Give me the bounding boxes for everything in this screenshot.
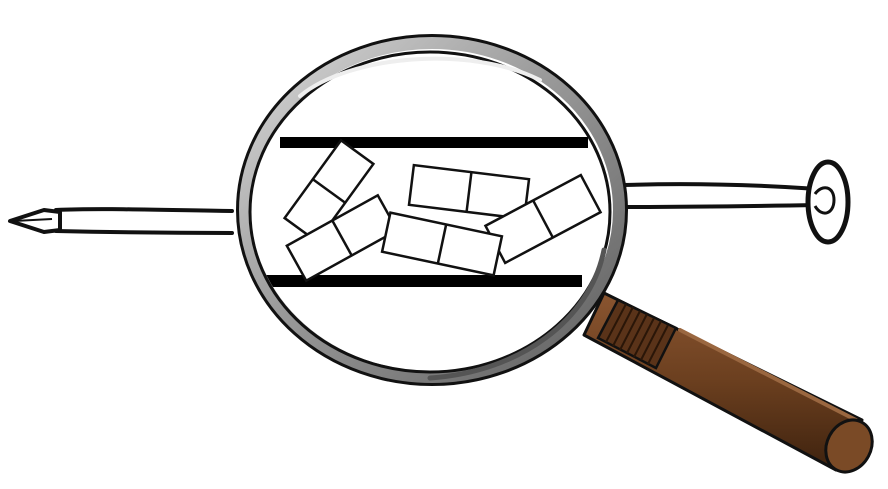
nail-shaft-right bbox=[625, 184, 818, 207]
nail-point bbox=[10, 210, 60, 232]
nail-head bbox=[808, 162, 848, 242]
nail-shaft-left bbox=[56, 209, 232, 233]
magnifier-handle bbox=[584, 293, 881, 480]
nail-wall-top bbox=[280, 137, 588, 148]
